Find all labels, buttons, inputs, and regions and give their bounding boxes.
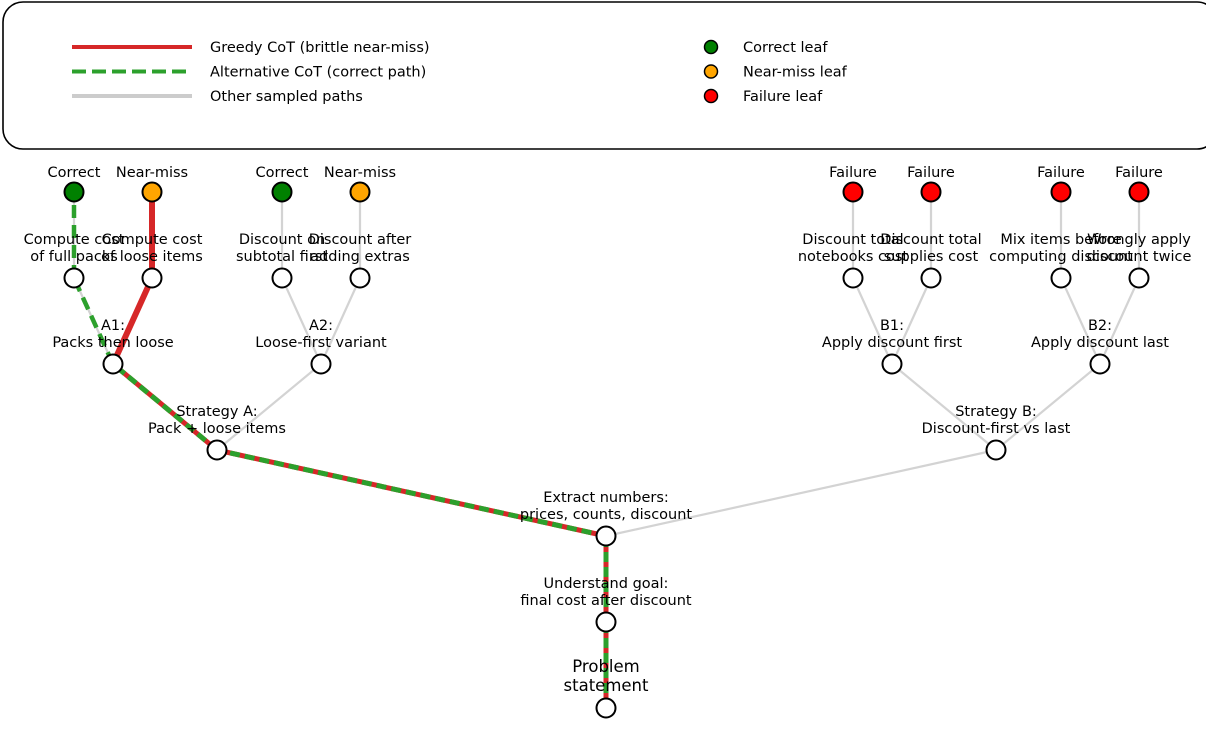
node-A2 (310, 353, 332, 375)
node-B2a (1050, 267, 1072, 289)
node-label-B2: Apply discount last (1031, 335, 1169, 351)
node-extract (595, 525, 617, 547)
edge-B1-B1a (851, 277, 894, 365)
node-label-L4: Near-miss (324, 165, 396, 181)
node-label-A2b: Discount after (309, 232, 412, 248)
node-label-A1: Packs then loose (52, 335, 173, 351)
node-label-A2: Loose-first variant (255, 335, 387, 351)
failure-leaf-node (1128, 181, 1150, 203)
node-label-B1b: Discount total (880, 232, 981, 248)
legend-marker-correct (703, 39, 719, 55)
node-label-B1: B1: (880, 318, 904, 334)
node-label-A2b: adding extras (310, 249, 410, 265)
node-sB (985, 439, 1007, 461)
node-label-L3: Correct (256, 165, 309, 181)
node-B1a (842, 267, 864, 289)
node-label-A1b: Compute cost (102, 232, 203, 248)
near-miss-leaf-node (349, 181, 371, 203)
correct-leaf-node (271, 181, 293, 203)
legend-marker-label-correct: Correct leaf (743, 40, 828, 56)
node-label-root: statement (564, 676, 649, 695)
node-label-A2a: subtotal first (236, 249, 328, 265)
edge-sB-B2 (995, 363, 1101, 451)
edge-A2-A2b (319, 277, 362, 365)
legend-marker-failure (703, 88, 719, 104)
node-label-A2a: Discount on (239, 232, 325, 248)
node-goal (595, 611, 617, 633)
node-B2 (1089, 353, 1111, 375)
node-label-root: Problem (572, 657, 639, 676)
alternative-edge-A1-A1a (71, 277, 116, 365)
node-B1 (881, 353, 903, 375)
tree-nodes (63, 181, 1150, 719)
node-label-goal: Understand goal: (544, 576, 669, 592)
node-B1b (920, 267, 942, 289)
node-label-sA: Pack + loose items (148, 421, 286, 437)
node-label-L6: Failure (907, 165, 955, 181)
node-label-B2a: computing discount (989, 249, 1133, 265)
node-label-L8: Failure (1115, 165, 1163, 181)
legend-frame (2, 1, 1206, 150)
node-label-sA: Strategy A: (176, 404, 257, 420)
node-label-B2b: Wrongly apply (1087, 232, 1191, 248)
legend-marker-label-failure: Failure leaf (743, 89, 823, 105)
legend-marker-label-near-miss: Near-miss leaf (743, 65, 848, 81)
node-A2b (349, 267, 371, 289)
edge-A2-A2a (280, 277, 323, 365)
legend: Greedy CoT (brittle near-miss) Alternativ… (2, 1, 1206, 150)
failure-leaf-node (842, 181, 864, 203)
node-label-sB: Discount-first vs last (922, 421, 1071, 437)
node-label-B1: Apply discount first (822, 335, 963, 351)
greedy-edge-A1-A1b (110, 276, 155, 366)
alternative-edge-extract-sA (216, 447, 607, 539)
node-A1 (102, 353, 124, 375)
edge-sA-A2 (216, 363, 322, 451)
node-label-extract: Extract numbers: (543, 490, 669, 506)
correct-leaf-node (63, 181, 85, 203)
edge-extract-sB (605, 448, 997, 538)
node-label-B2b: discount twice (1087, 249, 1192, 265)
legend-label-alternative: Alternative CoT (correct path) (210, 65, 426, 81)
node-label-sB: Strategy B: (955, 404, 1037, 420)
node-label-A1b: of loose items (101, 249, 203, 265)
near-miss-leaf-node (141, 181, 163, 203)
node-label-B2: B2: (1088, 318, 1112, 334)
node-root (595, 697, 617, 719)
node-label-A1: A1: (101, 318, 125, 334)
node-label-A2: A2: (309, 318, 333, 334)
legend-label-other: Other sampled paths (210, 89, 363, 105)
node-label-L1: Correct (48, 165, 101, 181)
failure-leaf-node (920, 181, 942, 203)
node-label-L7: Failure (1037, 165, 1085, 181)
node-A1b (141, 267, 163, 289)
node-A1a (63, 267, 85, 289)
failure-leaf-node (1050, 181, 1072, 203)
edge-B2-B2b (1098, 277, 1141, 365)
node-sA (206, 439, 228, 461)
highlighted-paths (71, 192, 609, 708)
node-label-L5: Failure (829, 165, 877, 181)
edge-B2-B2a (1059, 277, 1102, 365)
edge-B1-B1b (890, 277, 933, 365)
legend-label-greedy: Greedy CoT (brittle near-miss) (210, 40, 430, 56)
node-B2b (1128, 267, 1150, 289)
node-label-B1a: notebooks cost (798, 249, 909, 265)
node-label-L2: Near-miss (116, 165, 188, 181)
node-label-B1a: Discount total (802, 232, 903, 248)
legend-marker-near-miss (703, 64, 719, 79)
node-A2a (271, 267, 293, 289)
node-label-B1b: supplies cost (884, 249, 979, 265)
node-label-A1a: Compute cost (24, 232, 125, 248)
alternative-edge-sA-A1 (111, 362, 219, 452)
node-label-A1a: of full packs (30, 249, 118, 265)
node-label-goal: final cost after discount (520, 593, 691, 609)
edge-sB-B1 (891, 363, 997, 451)
node-label-B2a: Mix items before (1000, 232, 1121, 248)
node-label-extract: prices, counts, discount (520, 507, 693, 523)
